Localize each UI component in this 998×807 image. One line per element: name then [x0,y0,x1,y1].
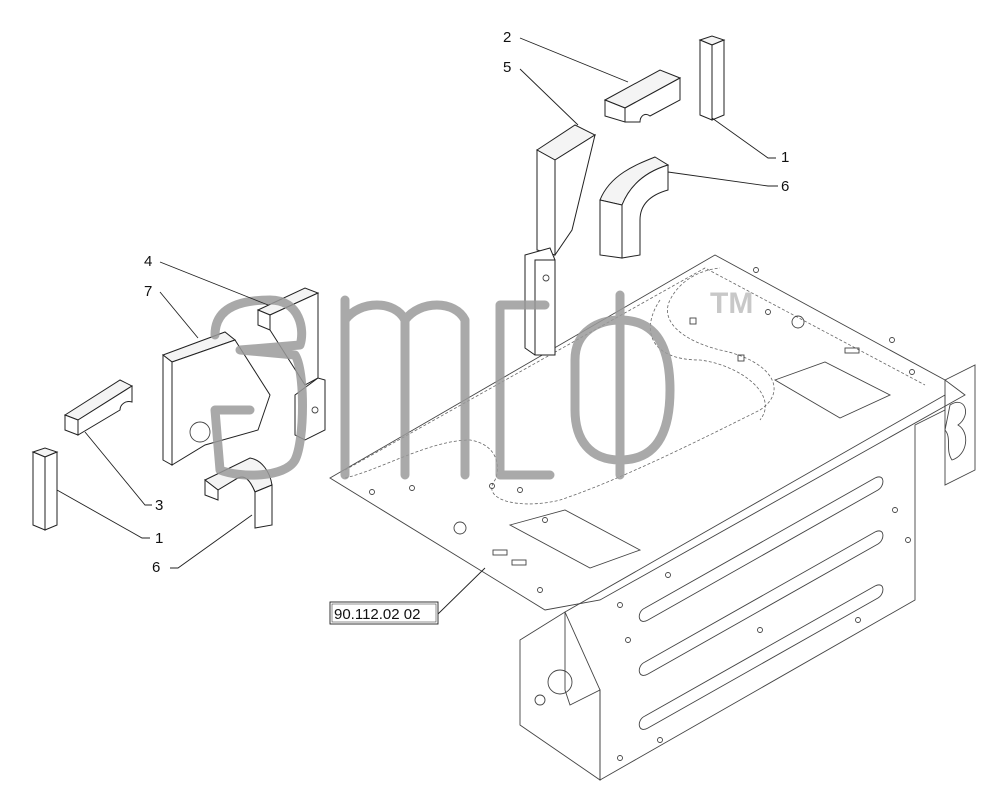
watermark-tm: TM [710,287,753,320]
callout-6-top: 6 [781,178,789,195]
part-3-block [63,379,134,436]
callout-numbers: 2 5 1 6 4 7 3 1 6 [144,29,789,576]
part-6-bracket-top [599,156,670,259]
reference-number: 90.112.02 02 [334,606,420,623]
callout-1-left: 1 [155,530,163,547]
callout-5: 5 [503,59,511,76]
plate-holes [369,267,915,593]
front-plate-holes [617,507,911,761]
part-7-plate [161,331,271,466]
part-5-plate [524,124,597,356]
callout-1-top: 1 [781,149,789,166]
frame-slots [638,476,884,730]
callout-6-left: 6 [152,559,160,576]
watermark-logo: TM [210,287,753,480]
callout-2: 2 [503,29,511,46]
part-1-bar-top [698,35,726,121]
callout-7: 7 [144,283,152,300]
callout-4: 4 [144,253,152,270]
reference-label: 90.112.02 02 [329,601,439,625]
leader-lines [56,37,778,615]
part-2-block [603,69,682,123]
part-6-bracket-left [204,457,273,529]
callout-3: 3 [155,497,163,514]
part-1-bar-left [31,447,59,531]
